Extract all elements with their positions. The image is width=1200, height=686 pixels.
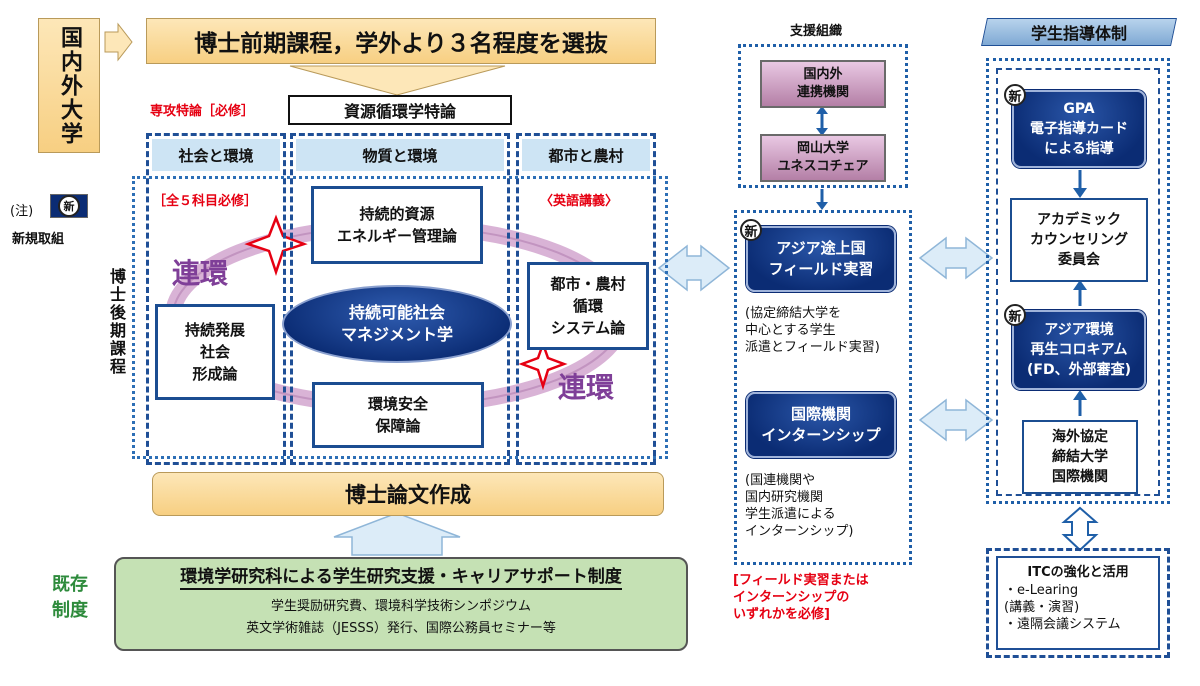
support-org-partner: 国内外 連携機関	[760, 60, 886, 108]
double-arrow-icon	[1061, 506, 1099, 552]
english-lecture: 〈英語講義〉	[540, 194, 619, 209]
intern-box: 国際機関 インターンシップ	[746, 392, 896, 458]
support-line1: 学生奨励研究費、環境科学技術シンポジウム	[270, 598, 531, 614]
colloquium-box: アジア環境 再生コロキアム (FD、外部審査)	[1012, 310, 1146, 390]
support-title: 環境学研究科による学生研究支援・キャリアサポート制度	[180, 562, 622, 590]
required-all: ［全５科目必修］	[153, 194, 258, 209]
column-header-label: 物質と環境	[362, 146, 438, 165]
support-box: 環境学研究科による学生研究支援・キャリアサポート制度 学生奨励研究費、環境科学技…	[114, 557, 688, 651]
course-urban-rural: 都市・農村 循環 システム論	[527, 262, 649, 350]
new-icon: 新	[58, 195, 80, 217]
column-header-label: 都市と農村	[548, 146, 624, 165]
special-course: 資源循環学特論	[343, 102, 456, 121]
intern-note: (国連機関や 国内研究機関 学生派遣による インターンシップ)	[745, 473, 854, 539]
top-banner: 博士前期課程，学外より３名程度を選抜	[146, 18, 656, 64]
column-header: 都市と農村	[522, 139, 650, 171]
academic-box: アカデミック カウンセリング 委員会	[1010, 198, 1148, 282]
renkan-label: 連環	[172, 257, 229, 290]
choice-note: [フィールド実習または インターンシップの いずれかを必修]	[733, 573, 869, 622]
course-label: 都市・農村 循環 システム論	[550, 275, 626, 337]
field-frame	[734, 210, 912, 565]
course-label: 環境安全 保障論	[367, 395, 428, 435]
special-course-box: 資源循環学特論	[288, 95, 512, 125]
support-org-label: 国内外 連携機関	[796, 67, 849, 100]
course-label: 持続可能社会 マネジメント学	[340, 303, 453, 344]
thesis-label: 博士論文作成	[345, 483, 471, 507]
legend-text: 新規取組	[12, 232, 65, 247]
guidance-inner-frame	[996, 68, 1160, 496]
arrow-up-icon	[333, 512, 461, 556]
colloquium-label: アジア環境 再生コロキアム (FD、外部審査)	[1027, 322, 1131, 378]
support-line2: 英文学術雑誌（JESSS）発行、国際公務員セミナー等	[246, 620, 556, 636]
support-org-frame	[738, 44, 908, 188]
renkan-label: 連環	[558, 371, 615, 404]
new-icon: 新	[1004, 84, 1026, 106]
course-social-dev: 持続発展 社会 形成論	[155, 304, 275, 400]
doctoral-label: 博士後期課程	[107, 268, 126, 376]
itc-item: ・遠隔会議システム	[1004, 617, 1121, 632]
star-icon	[518, 340, 568, 391]
new-icon: 新	[740, 219, 762, 241]
double-arrow-icon	[918, 398, 994, 442]
guidance-frame	[986, 58, 1170, 504]
column-header-label: 社会と環境	[178, 146, 254, 165]
course-central: 持続可能社会 マネジメント学	[282, 285, 512, 363]
field-label: アジア途上国 フィールド実習	[768, 239, 874, 278]
itc-box: ITCの強化と活用 ・e-Learing (講義・演習) ・遠隔会議システム	[996, 556, 1160, 650]
support-title-row: 環境学研究科による学生研究支援・キャリアサポート制度	[116, 559, 686, 593]
support-org-title: 支援組織	[790, 24, 843, 39]
column-header: 社会と環境	[152, 139, 280, 171]
course-label: 持続発展 社会 形成論	[184, 321, 245, 383]
overseas-label: 海外協定 締結大学 国際機関	[1052, 429, 1108, 485]
support-org-label: 岡山大学 ユネスコチェア	[777, 141, 869, 174]
guidance-title: 学生指導体制	[1030, 24, 1127, 43]
guidance-title-banner: 学生指導体制	[981, 18, 1177, 46]
thesis-box: 博士論文作成	[152, 472, 664, 516]
legend-note: (注)	[10, 204, 34, 219]
existing-label: 既存 制度	[52, 574, 88, 621]
overseas-box: 海外協定 締結大学 国際機関	[1022, 420, 1138, 494]
double-arrow-icon	[918, 236, 994, 280]
column-frame-urban	[516, 133, 656, 465]
course-label: 持続的資源 エネルギー管理論	[336, 205, 457, 245]
arrow-down-icon	[289, 65, 506, 96]
gpa-box: GPA 電子指導カード による指導	[1012, 90, 1146, 168]
arrow-right-icon	[104, 22, 133, 62]
itc-item: ・e-Learing (講義・演習)	[1004, 583, 1080, 615]
new-icon: 新	[1004, 304, 1026, 326]
left-label: 国内外大学	[57, 25, 82, 146]
course-safety: 環境安全 保障論	[312, 382, 484, 448]
field-box: アジア途上国 フィールド実習	[746, 226, 896, 292]
itc-frame	[986, 548, 1170, 658]
top-banner-text: 博士前期課程，学外より３名程度を選抜	[194, 31, 608, 57]
column-frame-material	[290, 133, 510, 465]
column-frame-society	[146, 133, 286, 465]
intern-label: 国際機関 インターンシップ	[761, 405, 881, 444]
academic-label: アカデミック カウンセリング 委員会	[1030, 212, 1128, 268]
left-label-box: 国内外大学	[38, 18, 100, 153]
legend-new-badge: 新	[50, 194, 88, 218]
doctoral-frame	[132, 176, 668, 459]
course-sustainable-resource: 持続的資源 エネルギー管理論	[311, 186, 483, 264]
field-note: (協定締結大学を 中心とする学生 派遣とフィールド実習)	[745, 306, 880, 355]
double-arrow-icon	[657, 244, 731, 292]
special-label: 専攻特論［必修］	[150, 104, 255, 119]
gpa-label: GPA 電子指導カード による指導	[1030, 101, 1128, 157]
column-header: 物質と環境	[296, 139, 504, 171]
support-org-unesco: 岡山大学 ユネスコチェア	[760, 134, 886, 182]
itc-title: ITCの強化と活用	[1027, 565, 1129, 580]
